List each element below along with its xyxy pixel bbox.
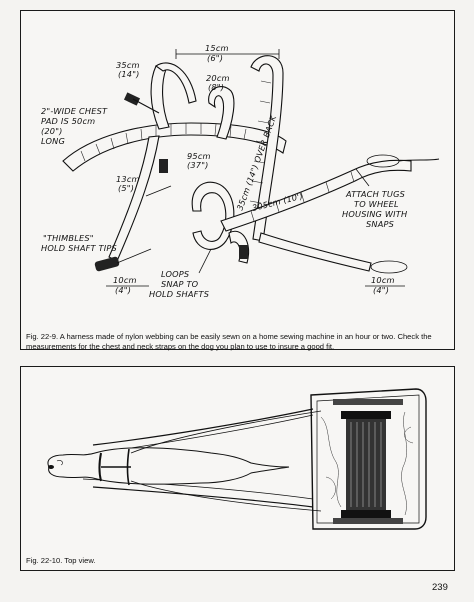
figure-22-10-frame: Fig. 22-10. Top view.	[20, 366, 455, 571]
shaft-top	[92, 408, 314, 446]
label-side-len-in: (37")	[187, 160, 209, 170]
label-mid-loop-in: (8")	[208, 82, 224, 92]
trace-line-top	[130, 410, 322, 454]
left-buckle	[123, 92, 141, 106]
label-bottom-right-len-in: (4")	[373, 285, 389, 295]
left-neck-loop-top	[155, 62, 197, 104]
label-loops-2: SNAP TO	[161, 279, 199, 289]
label-short-len-in: (5")	[118, 183, 134, 193]
long-trace-strap	[220, 159, 412, 232]
chest-pad-stitching	[80, 123, 247, 162]
cart-top-view-illustration	[47, 388, 427, 530]
left-neck-loop	[150, 65, 170, 130]
trace-line-bottom	[130, 480, 322, 512]
page-number: 239	[432, 582, 448, 593]
label-attach-4: SNAPS	[366, 219, 394, 229]
middle-neck-loop	[208, 86, 235, 140]
figure-22-9-frame: 15cm (6") 35cm (14") 20cm (8") 2"-WIDE C…	[20, 10, 455, 351]
lower-trace-strap	[258, 232, 372, 272]
axle-top	[333, 399, 403, 405]
label-left-loop-in: (14")	[118, 69, 140, 79]
thimble	[94, 256, 120, 272]
side-strap-left	[108, 135, 160, 262]
figure-22-9-caption: Fig. 22-9. A harness made of nylon webbi…	[26, 332, 432, 351]
label-chest-pad-3: (20")	[41, 126, 63, 136]
shaft-bottom	[92, 486, 314, 508]
label-loops-1: LOOPS	[161, 269, 189, 279]
harness-illustration: 15cm (6") 35cm (14") 20cm (8") 2"-WIDE C…	[41, 43, 440, 299]
label-thimbles-2: HOLD SHAFT TIPS	[41, 243, 117, 253]
label-chest-pad-1: 2"-WIDE CHEST	[41, 106, 108, 116]
label-chest-pad-4: LONG	[41, 136, 65, 146]
bottom-buckle	[239, 245, 248, 259]
wood-grain	[320, 411, 414, 516]
dog-nose	[48, 465, 54, 469]
label-thimbles-1: "THIMBLES"	[43, 233, 94, 243]
harness-collar	[98, 452, 102, 482]
label-loops-3: HOLD SHAFTS	[149, 289, 209, 299]
label-top-width-in: (6")	[207, 53, 223, 63]
label-bottom-left-len-in: (4")	[115, 285, 131, 295]
label-mid-loop: 20cm	[206, 73, 230, 83]
harness-girth	[126, 448, 130, 486]
side-buckle	[159, 159, 168, 173]
axle-bottom	[333, 518, 403, 524]
label-top-width: 15cm	[205, 43, 229, 53]
label-bottom-right-len: 10cm	[371, 275, 395, 285]
label-side-len: 95cm	[187, 151, 211, 161]
label-attach-1: ATTACH TUGS	[345, 189, 405, 199]
lower-trace-end-loop	[370, 260, 408, 274]
label-attach-2: TO WHEEL	[354, 199, 399, 209]
bottom-shaft-loop	[191, 181, 235, 250]
label-left-loop: 35cm	[116, 60, 140, 70]
wheel-drum	[346, 417, 386, 512]
label-chest-pad-2: PAD IS 50cm	[41, 116, 95, 126]
label-attach-3: HOUSING WITH	[342, 209, 407, 219]
dog-top-view	[47, 447, 290, 485]
figure-22-10-caption: Fig. 22-10. Top view.	[26, 556, 96, 565]
label-short-len: 13cm	[116, 174, 140, 184]
label-bottom-left-len: 10cm	[113, 275, 137, 285]
